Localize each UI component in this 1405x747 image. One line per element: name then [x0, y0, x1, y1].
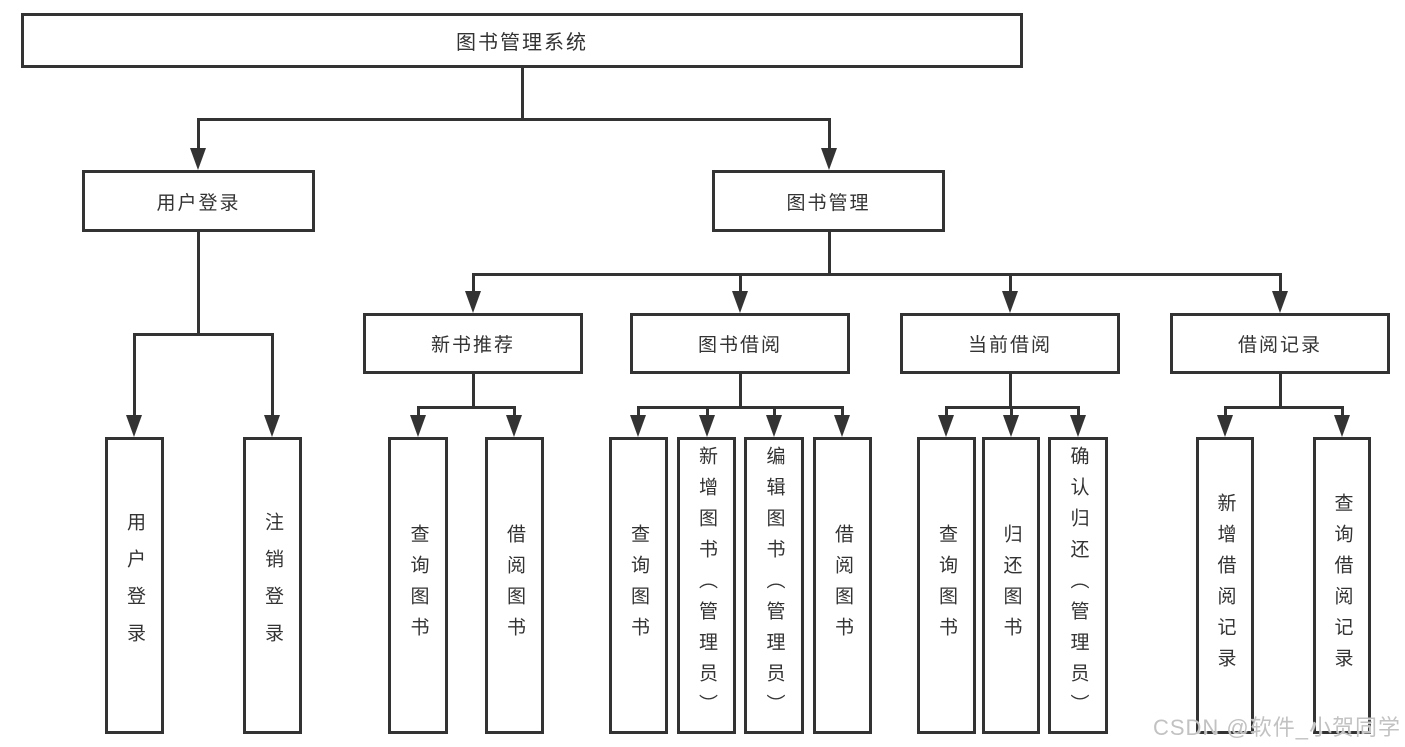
arrowhead-down-icon	[264, 415, 280, 437]
connector-line	[196, 118, 200, 152]
arrowhead-down-icon	[190, 148, 206, 170]
connector-line	[512, 406, 516, 419]
connector-line	[1340, 406, 1344, 419]
leaf-borrow-books-label: 借阅图书	[832, 523, 853, 648]
connector-line	[738, 273, 742, 295]
arrowhead-down-icon	[821, 148, 837, 170]
leaf-add-books-admin: 新增图书（管理员）	[677, 437, 736, 734]
arrowhead-down-icon	[1217, 415, 1233, 437]
leaf-edit-books-admin-label: 编辑图书（管理员）	[763, 446, 785, 725]
connector-line	[1224, 406, 1344, 409]
connector-line	[1076, 406, 1080, 419]
node-user-login-label: 用户登录	[156, 192, 241, 214]
connector-line	[1008, 374, 1012, 406]
connector-line	[520, 68, 524, 118]
leaf-query-books-recommend-label: 查询图书	[407, 523, 429, 648]
connector-line	[1278, 374, 1282, 406]
node-root-label: 图书管理系统	[456, 32, 588, 54]
leaf-logout-label: 注销登录	[262, 511, 283, 660]
connector-line	[1278, 273, 1282, 295]
arrowhead-down-icon	[938, 415, 954, 437]
leaf-add-borrow-record-label: 新增借阅记录	[1214, 492, 1236, 679]
connector-line	[944, 406, 948, 419]
connector-line	[1009, 406, 1013, 419]
arrowhead-down-icon	[699, 415, 715, 437]
leaf-query-borrow-record: 查询借阅记录	[1313, 437, 1371, 734]
node-new-book-recommend-label: 新书推荐	[430, 335, 515, 356]
connector-line	[945, 406, 1080, 409]
leaf-edit-books-admin: 编辑图书（管理员）	[744, 437, 804, 734]
leaf-query-borrow-record-label: 查询借阅记录	[1331, 492, 1353, 679]
leaf-confirm-return-admin: 确认归还（管理员）	[1048, 437, 1108, 734]
connector-line	[417, 406, 516, 409]
leaf-query-books-borrow: 查询图书	[609, 437, 668, 734]
node-borrow-records-label: 借阅记录	[1237, 335, 1322, 356]
arrowhead-down-icon	[1334, 415, 1350, 437]
node-book-management-label: 图书管理	[786, 192, 871, 214]
arrowhead-down-icon	[1272, 291, 1288, 313]
connector-line	[1008, 273, 1012, 295]
connector-line	[636, 406, 640, 419]
arrowhead-down-icon	[630, 415, 646, 437]
leaf-user-login: 用户登录	[105, 437, 164, 734]
connector-line	[133, 333, 274, 336]
connector-line	[416, 406, 420, 419]
leaf-return-books: 归还图书	[982, 437, 1040, 734]
leaf-confirm-return-admin-label: 确认归还（管理员）	[1067, 446, 1089, 725]
connector-line	[1223, 406, 1227, 419]
arrowhead-down-icon	[766, 415, 782, 437]
leaf-query-books-borrow-label: 查询图书	[628, 523, 649, 648]
connector-line	[827, 232, 831, 273]
connector-line	[471, 374, 475, 406]
connector-line	[270, 333, 274, 419]
leaf-return-books-label: 归还图书	[1000, 523, 1022, 648]
node-book-borrow: 图书借阅	[630, 313, 850, 374]
arrowhead-down-icon	[1003, 415, 1019, 437]
watermark: CSDN @软件_小贺同学	[1152, 715, 1401, 740]
connector-line	[197, 118, 831, 121]
node-borrow-records: 借阅记录	[1170, 313, 1390, 374]
arrowhead-down-icon	[126, 415, 142, 437]
leaf-add-books-admin-label: 新增图书（管理员）	[696, 446, 717, 725]
connector-line	[840, 406, 844, 419]
connector-line	[471, 273, 475, 295]
node-new-book-recommend: 新书推荐	[363, 313, 583, 374]
connector-line	[472, 273, 1282, 276]
leaf-borrow-books: 借阅图书	[813, 437, 872, 734]
connector-line	[772, 406, 776, 419]
leaf-borrow-books-recommend-label: 借阅图书	[504, 523, 525, 648]
arrowhead-down-icon	[1002, 291, 1018, 313]
arrowhead-down-icon	[732, 291, 748, 313]
arrowhead-down-icon	[834, 415, 850, 437]
node-current-borrow-label: 当前借阅	[967, 335, 1052, 356]
connector-line	[827, 118, 831, 152]
leaf-query-books-recommend: 查询图书	[388, 437, 448, 734]
arrowhead-down-icon	[506, 415, 522, 437]
connector-line	[738, 374, 742, 406]
connector-line	[705, 406, 709, 419]
leaf-query-books-current-label: 查询图书	[936, 523, 957, 648]
leaf-borrow-books-recommend: 借阅图书	[485, 437, 544, 734]
arrowhead-down-icon	[410, 415, 426, 437]
arrowhead-down-icon	[465, 291, 481, 313]
node-current-borrow: 当前借阅	[900, 313, 1120, 374]
connector-line	[196, 232, 200, 333]
leaf-logout: 注销登录	[243, 437, 302, 734]
leaf-user-login-label: 用户登录	[124, 511, 145, 660]
arrowhead-down-icon	[1070, 415, 1086, 437]
node-book-management: 图书管理	[712, 170, 945, 232]
leaf-add-borrow-record: 新增借阅记录	[1196, 437, 1254, 734]
connector-line	[637, 406, 844, 409]
node-root: 图书管理系统	[21, 13, 1023, 68]
node-book-borrow-label: 图书借阅	[697, 335, 782, 356]
connector-line	[132, 333, 136, 419]
node-user-login: 用户登录	[82, 170, 315, 232]
leaf-query-books-current: 查询图书	[917, 437, 976, 734]
